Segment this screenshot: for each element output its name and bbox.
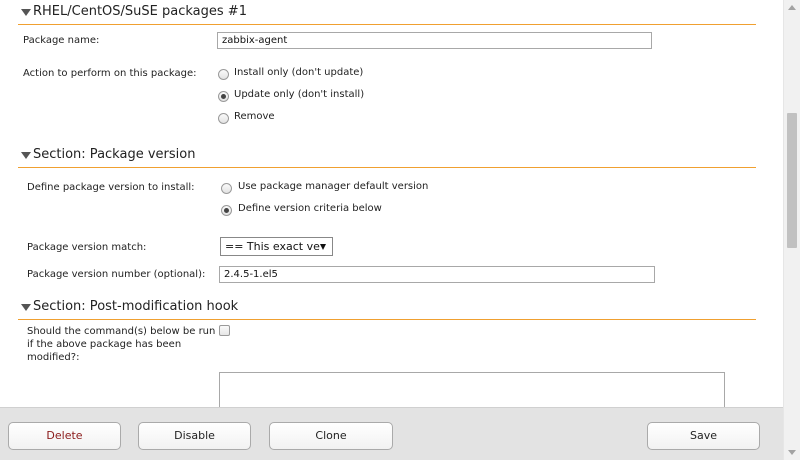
version-number-input[interactable]: 2.4.5-1.el5 xyxy=(219,266,655,283)
version-match-label: Package version match: xyxy=(27,242,147,253)
radio-label-default-version: Use package manager default version xyxy=(238,181,429,192)
radio-update-only[interactable] xyxy=(218,91,229,102)
section-title: Section: Package version xyxy=(33,147,196,162)
hook-question-line-2: if the above package has been xyxy=(27,339,182,350)
form-content: RHEL/CentOS/SuSE packages #1 Package nam… xyxy=(18,3,756,407)
collapse-triangle-icon xyxy=(21,304,31,311)
version-match-value: == This exact ve xyxy=(225,240,320,253)
action-label: Action to perform on this package: xyxy=(23,68,197,79)
package-name-label: Package name: xyxy=(23,35,100,46)
collapse-triangle-icon xyxy=(21,9,31,16)
disable-button[interactable]: Disable xyxy=(138,422,251,450)
hook-command-textarea[interactable] xyxy=(219,372,725,407)
collapse-triangle-icon xyxy=(21,152,31,159)
scrollbar-thumb[interactable] xyxy=(787,113,797,248)
scroll-down-arrow-icon[interactable] xyxy=(788,450,796,455)
radio-default-version[interactable] xyxy=(221,183,232,194)
radio-define-criteria[interactable] xyxy=(221,205,232,216)
dropdown-arrow-icon xyxy=(320,244,326,250)
section-title: RHEL/CentOS/SuSE packages #1 xyxy=(33,4,247,19)
radio-label-define-criteria: Define version criteria below xyxy=(238,203,382,214)
section-header-version[interactable]: Section: Package version xyxy=(18,146,756,168)
radio-selected-dot xyxy=(221,94,226,99)
radio-remove[interactable] xyxy=(218,113,229,124)
action-bar: Delete Disable Clone Save xyxy=(0,407,783,460)
clone-button[interactable]: Clone xyxy=(269,422,393,450)
hook-run-checkbox[interactable] xyxy=(219,325,230,336)
define-version-label: Define package version to install: xyxy=(27,182,195,193)
scroll-up-arrow-icon[interactable] xyxy=(788,5,796,10)
delete-button[interactable]: Delete xyxy=(8,422,121,450)
section-header-hook[interactable]: Section: Post-modification hook xyxy=(18,298,756,320)
radio-label-install-only: Install only (don't update) xyxy=(234,67,364,78)
package-name-input[interactable]: zabbix-agent xyxy=(217,32,652,49)
vertical-scrollbar[interactable] xyxy=(783,0,800,460)
radio-label-update-only: Update only (don't install) xyxy=(234,89,365,100)
section-header-packages[interactable]: RHEL/CentOS/SuSE packages #1 xyxy=(18,3,756,25)
radio-selected-dot xyxy=(224,208,229,213)
save-button[interactable]: Save xyxy=(647,422,760,450)
version-number-label: Package version number (optional): xyxy=(27,269,206,280)
version-match-select[interactable]: == This exact ve xyxy=(220,237,333,256)
radio-label-remove: Remove xyxy=(234,111,275,122)
hook-question-line-3: modified?: xyxy=(27,352,80,363)
hook-question-line-1: Should the command(s) below be run xyxy=(27,326,216,337)
radio-install-only[interactable] xyxy=(218,69,229,80)
section-title: Section: Post-modification hook xyxy=(33,299,239,314)
